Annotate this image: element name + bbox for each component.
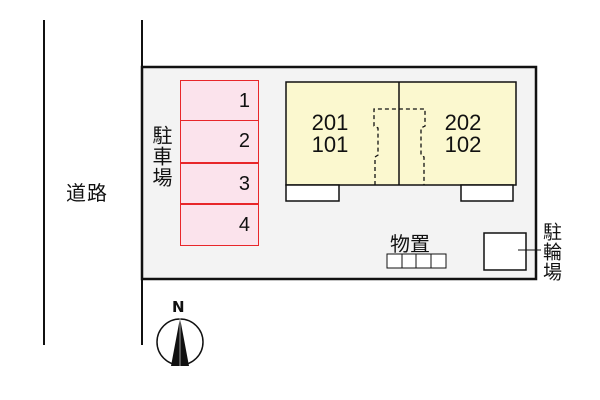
unit-101: 101 — [311, 132, 349, 157]
parking-space-1: 1 — [180, 80, 259, 121]
balcony-right — [460, 184, 514, 202]
unit-102: 102 — [444, 132, 482, 157]
compass-north-label: N — [172, 298, 185, 316]
balcony-left — [285, 184, 340, 202]
stairs-outline — [373, 108, 426, 185]
storage-label: 物置 — [390, 232, 430, 256]
parking-space-3: 3 — [180, 163, 259, 204]
bicycle-parking — [483, 232, 527, 271]
bicycle-parking-label: 駐輪場 — [540, 222, 562, 282]
road-label: 道路 — [66, 181, 108, 205]
parking-label: 駐車場 — [149, 125, 173, 188]
parking-space-2: 2 — [180, 121, 259, 163]
building — [285, 81, 517, 186]
unit-202: 202 — [444, 110, 482, 135]
storage-units — [386, 253, 447, 269]
unit-left: 201 101 — [300, 112, 360, 156]
unit-right: 202 102 — [433, 112, 493, 156]
compass-icon — [156, 318, 204, 366]
parking-space-4: 4 — [180, 204, 259, 246]
unit-201: 201 — [311, 110, 349, 135]
